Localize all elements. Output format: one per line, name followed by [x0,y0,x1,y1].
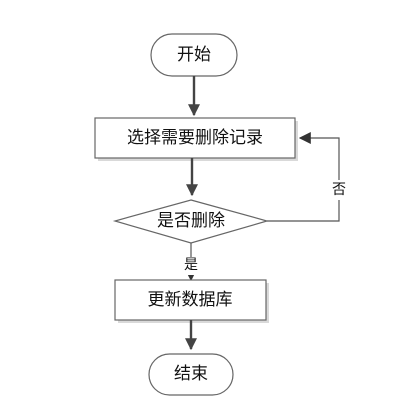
no-branch-label: 否 [332,182,346,198]
end-node: 结束 [148,353,234,396]
decision-node: 是否删除 [112,199,270,244]
decision-label: 是否删除 [157,211,225,231]
edge-no-loop [267,132,340,222]
start-node: 开始 [150,33,238,77]
update-database-label: 更新数据库 [148,290,233,310]
no-label-bg [330,180,348,200]
select-records-label: 选择需要删除记录 [127,128,263,148]
update-database-node: 更新数据库 [114,279,269,323]
yes-branch-label: 是 [184,257,198,273]
start-node-label: 开始 [177,45,211,65]
yes-label-bg [181,257,201,275]
end-node-label: 结束 [174,364,208,384]
select-records-node: 选择需要删除记录 [94,117,298,161]
